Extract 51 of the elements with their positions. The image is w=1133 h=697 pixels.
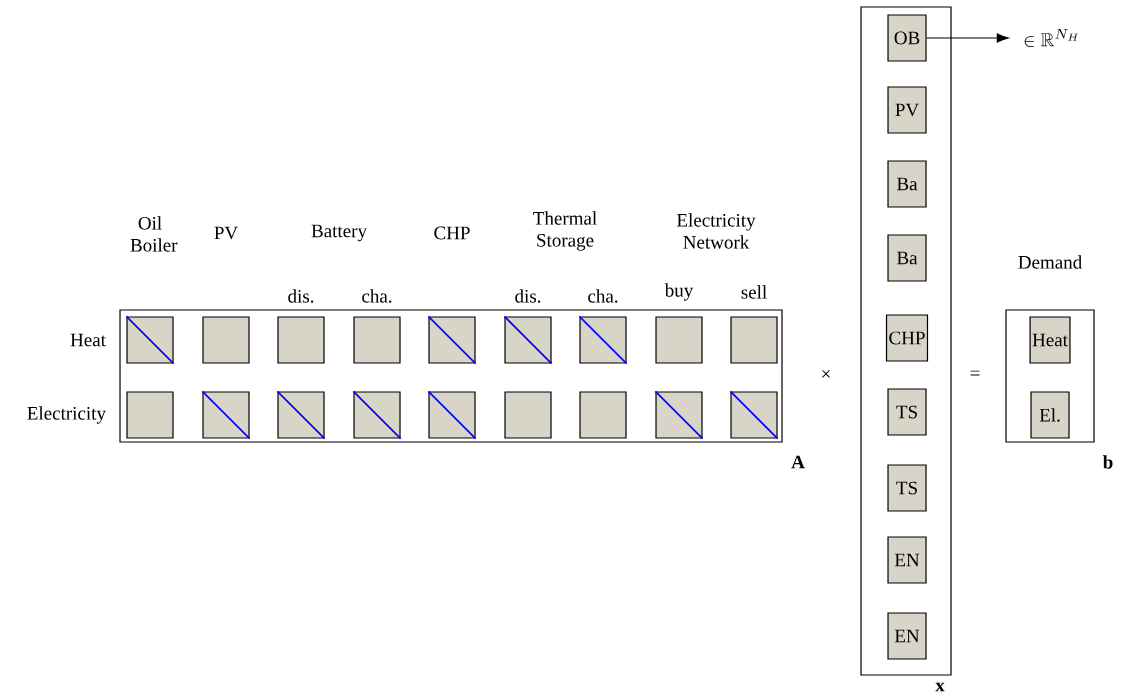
vector-cell: PV bbox=[887, 86, 927, 134]
row-label: Heat bbox=[70, 333, 106, 347]
matrix-cell bbox=[655, 316, 703, 364]
matrix-cell bbox=[729, 390, 779, 440]
column-header: Battery bbox=[311, 224, 367, 242]
vector-cell: CHP bbox=[885, 314, 929, 362]
matrix-cell bbox=[201, 390, 251, 440]
matrix-cell bbox=[125, 315, 175, 365]
matrix-cell bbox=[427, 390, 477, 440]
matrix-cell bbox=[730, 316, 778, 364]
column-header: sell bbox=[741, 285, 767, 299]
column-header: cha. bbox=[362, 289, 392, 303]
matrix-cell bbox=[352, 390, 402, 440]
matrix-symbol: x bbox=[935, 682, 945, 692]
vector-cell: OB bbox=[887, 14, 927, 62]
column-header: dis. bbox=[288, 289, 314, 303]
matrix-cell bbox=[202, 316, 250, 364]
matrix-cell bbox=[654, 390, 704, 440]
matrix-cell bbox=[277, 316, 325, 364]
column-header: Oil Boiler bbox=[130, 216, 178, 252]
matrix-cell bbox=[579, 391, 627, 439]
vector-cell: El. bbox=[1030, 391, 1070, 439]
row-label: Electricity bbox=[27, 406, 106, 424]
vector-cell: EN bbox=[887, 612, 927, 660]
matrix-symbol: A bbox=[791, 455, 805, 469]
vector-cell: Ba bbox=[887, 234, 927, 282]
column-header: Thermal Storage bbox=[533, 211, 597, 251]
column-header: Electricity Network bbox=[677, 213, 756, 249]
column-header: CHP bbox=[434, 226, 470, 240]
vector-cell: Ba bbox=[887, 160, 927, 208]
formula-label: $\in \mathbb{R}^{N_H}$ bbox=[1024, 28, 1078, 48]
column-header: cha. bbox=[588, 289, 618, 303]
column-header: buy bbox=[664, 283, 694, 301]
matrix-cell bbox=[276, 390, 326, 440]
arrow bbox=[926, 33, 1009, 43]
column-header: PV bbox=[214, 226, 238, 240]
matrix-cell bbox=[427, 315, 477, 365]
matrix-cell bbox=[503, 315, 553, 365]
vector-cell: TS bbox=[887, 388, 927, 436]
vector-cell: EN bbox=[887, 536, 927, 584]
vector-cell: TS bbox=[887, 464, 927, 512]
matrix-symbol: b bbox=[1103, 455, 1113, 469]
matrix-cell bbox=[578, 315, 628, 365]
matrix-cell bbox=[126, 391, 174, 439]
matrix-cell bbox=[504, 391, 552, 439]
vector-cell: Heat bbox=[1029, 316, 1071, 364]
operator-sign: = bbox=[970, 370, 980, 376]
operator-sign: × bbox=[822, 369, 830, 378]
matrix-cell bbox=[353, 316, 401, 364]
heading: Demand bbox=[1018, 255, 1082, 269]
column-header: dis. bbox=[515, 289, 541, 303]
